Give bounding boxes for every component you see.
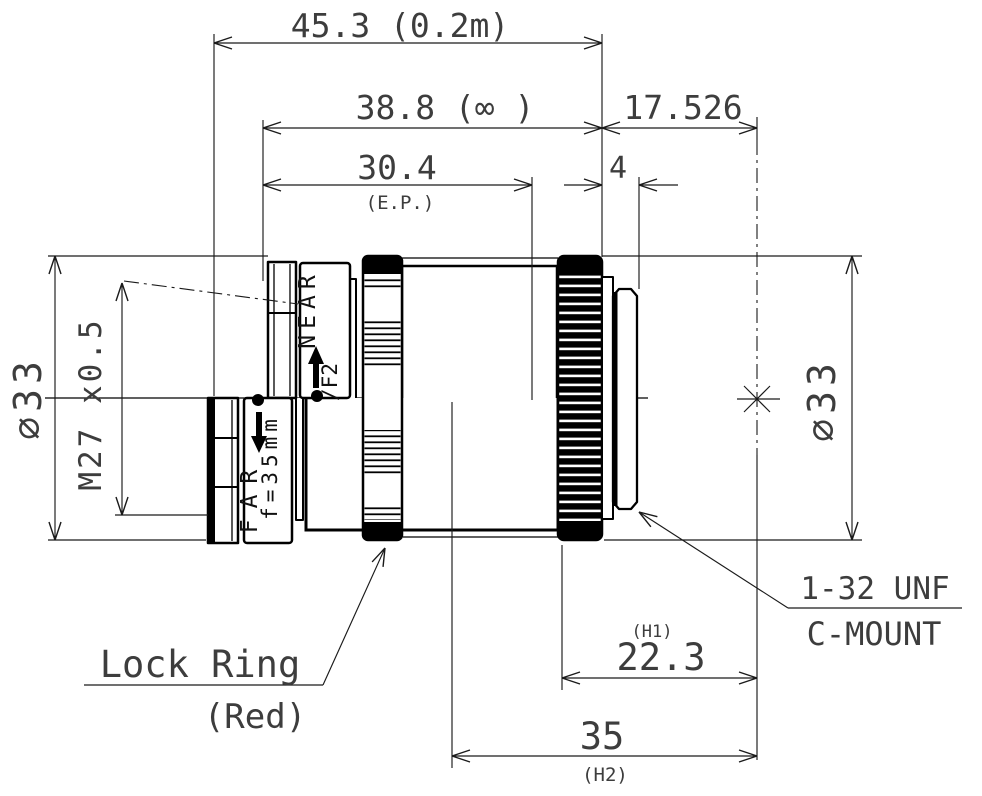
dim-h2-note: (H2) (582, 764, 628, 786)
far-marking: FAR (237, 459, 263, 534)
lens-body: NEAR /F2 FAR f=35mm (45, 254, 648, 545)
dim-entrance-pupil-note: (E.P.) (366, 192, 435, 214)
near-direction-arrow-icon (308, 346, 324, 388)
dim-h2: 35 (580, 715, 625, 758)
main-barrel-upper (400, 264, 559, 398)
thread-centerline-leader (123, 280, 299, 305)
dimensions: 45.3 (0.2m) 38.8 (∞ ) 17.526 30.4 (E.P.)… (6, 6, 862, 786)
dim-overall-near: 45.3 (0.2m) (291, 6, 510, 45)
lock-ring-color-label: (Red) (204, 697, 306, 737)
dim-filter-thread: M27 x0.5 (73, 317, 109, 490)
mount-flange (601, 276, 614, 520)
dim-h1-note: (H1) (632, 622, 673, 642)
far-direction-arrow-icon (251, 412, 267, 453)
mount-type-label: C-MOUNT (807, 615, 942, 653)
dim-thread-length: 4 (609, 151, 627, 186)
c-mount-thread (611, 287, 639, 511)
near-marking: NEAR (295, 269, 321, 348)
dim-entrance-pupil: 30.4 (357, 148, 436, 187)
callouts: Lock Ring (Red) 1-32 UNF C-MOUNT (84, 511, 962, 737)
dim-overall-inf: 38.8 (∞ ) (356, 88, 535, 127)
index-dot-upper (311, 390, 323, 402)
lock-ring (361, 254, 404, 542)
dim-flange-focal: 17.526 (623, 88, 742, 127)
image-plane-mark (737, 385, 780, 413)
dim-h1: 22.3 (616, 636, 705, 679)
mount-thread-label: 1-32 UNF (800, 571, 949, 607)
focal-length-marking: f=35mm (258, 414, 282, 520)
inner-tube-lower (295, 398, 304, 521)
dim-front-diameter: ∅33 (6, 356, 50, 440)
index-dot-lower (252, 394, 264, 406)
rear-grip-ring (556, 254, 604, 542)
focus-scale-ring-upper: NEAR /F2 (295, 261, 352, 402)
focus-scale-ring-lower: FAR f=35mm (237, 394, 294, 545)
filter-ring-upper (266, 260, 298, 400)
main-barrel-lower (304, 398, 560, 532)
dim-rear-diameter: ∅33 (800, 358, 844, 442)
filter-ring-lower (206, 396, 240, 545)
lock-ring-label: Lock Ring (100, 643, 300, 686)
